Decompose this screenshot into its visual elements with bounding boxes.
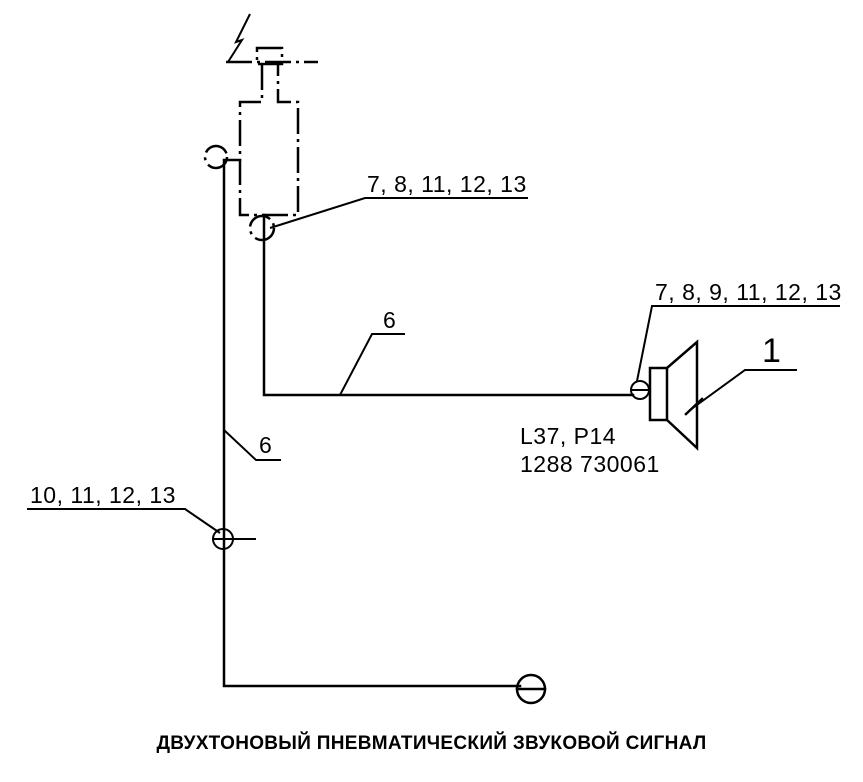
horn-fittings-label: 7, 8, 9, 11, 12, 13	[655, 279, 842, 305]
horn-ref-line1: L37, P14	[520, 423, 616, 449]
valve-inlet-fitting	[203, 144, 229, 170]
horn-valve	[226, 13, 318, 217]
tee-fitting	[212, 528, 256, 550]
upper-pipe-label: 6	[383, 307, 396, 333]
horn-icon	[630, 339, 704, 451]
lever-stroke	[227, 13, 251, 63]
leader-lines	[27, 197, 840, 534]
valve-fittings-label: 7, 8, 11, 12, 13	[367, 171, 527, 197]
supply-pipe	[222, 158, 522, 688]
valve-outlet-fitting	[248, 214, 276, 242]
horn-feed-pipe	[262, 213, 635, 397]
horn-item-label: 1	[762, 332, 781, 370]
tee-fittings-label: 10, 11, 12, 13	[30, 482, 176, 508]
diagram-caption: ДВУХТОНОВЫЙ ПНЕВМАТИЧЕСКИЙ ЗВУКОВОЙ СИГН…	[156, 733, 707, 754]
lower-pipe-label: 6	[259, 432, 272, 458]
horn-ref-line2: 1288 730061	[520, 451, 660, 477]
reservoir-fitting	[515, 673, 547, 705]
